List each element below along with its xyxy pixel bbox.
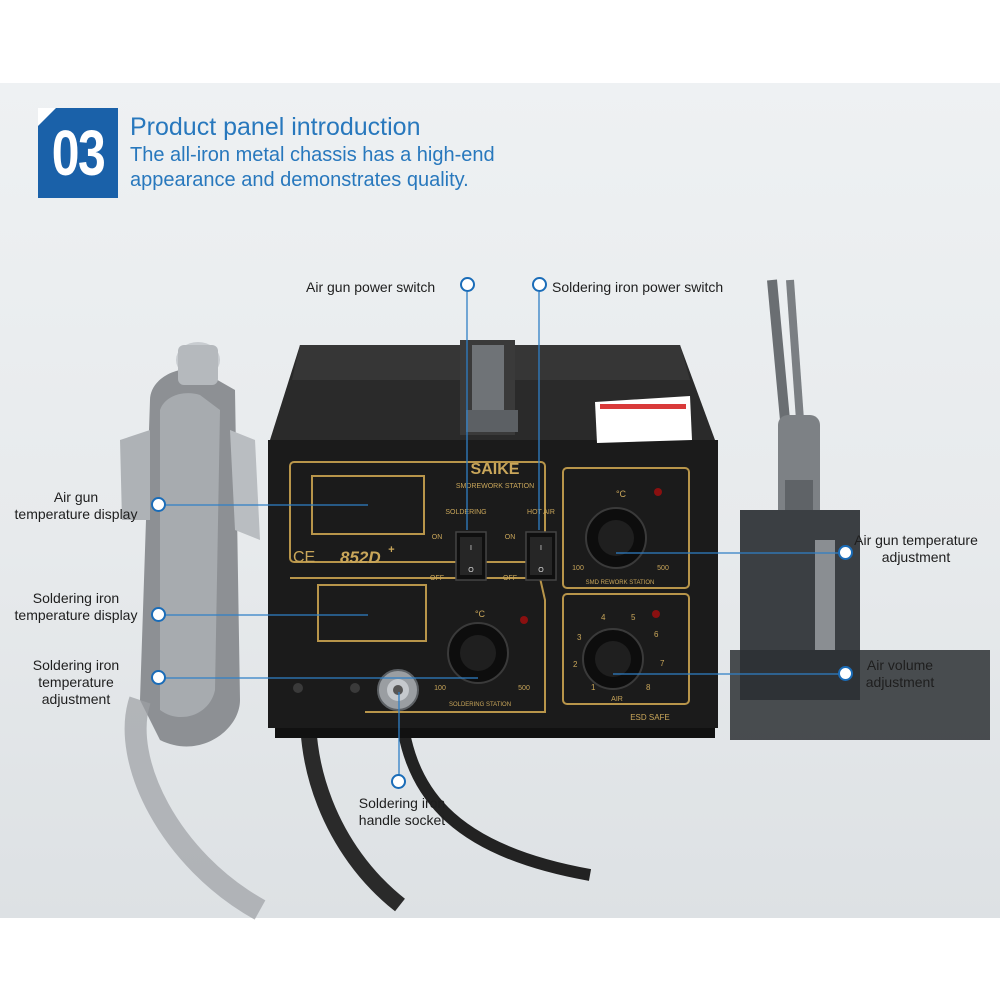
svg-text:I: I <box>540 545 542 552</box>
callout-air-gun-temperature-adjustment: Air gun temperature adjustment <box>854 532 978 565</box>
panel-ce-mark: CE <box>293 549 315 566</box>
svg-text:O: O <box>468 567 474 574</box>
callout-soldering-iron-power-switch: Soldering iron power switch <box>552 279 724 295</box>
iron-temperature-knob <box>447 622 509 684</box>
air-gun-knob-caption: SMD REWORK STATION <box>586 580 655 586</box>
soldering-iron-stand <box>730 279 990 740</box>
iron-knob-caption: SOLDERING STATION <box>449 702 511 708</box>
callout-dot-air-gun-temperature-adjustment <box>838 545 853 560</box>
section-number: 03 <box>51 117 106 189</box>
esd-mark: ESD SAFE <box>630 713 670 722</box>
callout-soldering-iron-handle-socket: Soldering iron handle socket <box>358 795 446 828</box>
page-subtitle: The all-iron metal chassis has a high-en… <box>130 144 495 191</box>
iron-knob-unit: °C <box>475 609 486 619</box>
panel-on-label-2: ON <box>505 534 516 541</box>
callout-dot-air-gun-power-switch <box>460 277 475 292</box>
callout-soldering-iron-temperature-adjustment: Soldering iron temperature adjustment <box>32 657 120 707</box>
iron-power-switch-rocker: I O <box>455 531 487 581</box>
iron-led <box>520 616 528 624</box>
air-scale-8: 8 <box>646 683 651 692</box>
air-gun-led <box>654 488 662 496</box>
callout-dot-soldering-iron-temperature-adjustment <box>151 670 166 685</box>
callout-dot-soldering-iron-power-switch <box>532 277 547 292</box>
air-scale-3: 3 <box>577 633 582 642</box>
hot-air-gun <box>120 342 266 920</box>
section-number-badge: 03 <box>38 108 118 198</box>
panel-on-label-1: ON <box>432 534 443 541</box>
callout-soldering-iron-temperature-display: Soldering iron temperature display <box>14 590 138 623</box>
callout-dot-air-gun-temperature-display <box>151 497 166 512</box>
air-led <box>652 610 660 618</box>
air-scale-6: 6 <box>654 630 659 639</box>
air-gun-knob-max: 500 <box>657 565 669 572</box>
panel-off-label-2: OFF <box>503 575 517 582</box>
air-gun-temperature-knob <box>585 507 647 569</box>
svg-text:I: I <box>470 545 472 552</box>
panel-hot-air-label: HOT AIR <box>527 509 555 516</box>
air-knob-caption: AIR <box>611 696 623 703</box>
panel-brand-sub: SMDREWORK STATION <box>456 483 534 490</box>
air-gun-knob-unit: °C <box>616 489 627 499</box>
callout-air-volume-adjustment: Air volume adjustment <box>865 657 935 690</box>
air-scale-1: 1 <box>591 683 596 692</box>
panel-model-sup: + <box>388 544 395 556</box>
air-scale-4: 4 <box>601 613 606 622</box>
panel-soldering-label: SOLDERING <box>445 509 486 516</box>
air-volume-knob <box>582 628 644 690</box>
panel-model: 852D <box>340 548 381 567</box>
handle-socket-connector <box>377 669 419 711</box>
callout-dot-air-volume-adjustment <box>838 666 853 681</box>
panel-off-label-1: OFF <box>430 575 444 582</box>
iron-knob-max: 500 <box>518 685 530 692</box>
callout-air-gun-power-switch: Air gun power switch <box>306 279 436 295</box>
callout-dot-soldering-iron-handle-socket <box>391 774 406 789</box>
page-title: Product panel introduction <box>130 113 421 141</box>
callout-air-gun-temperature-display: Air gun temperature display <box>14 489 138 522</box>
svg-text:O: O <box>538 567 544 574</box>
air-gun-knob-min: 100 <box>572 565 584 572</box>
callout-dot-soldering-iron-temperature-display <box>151 607 166 622</box>
panel-brand: SAIKE <box>471 461 520 478</box>
air-gun-power-switch-rocker: I O <box>525 531 557 581</box>
air-scale-7: 7 <box>660 659 665 668</box>
iron-knob-min: 100 <box>434 685 446 692</box>
callout-lines <box>164 292 843 778</box>
air-scale-5: 5 <box>631 613 636 622</box>
air-scale-2: 2 <box>573 660 578 669</box>
